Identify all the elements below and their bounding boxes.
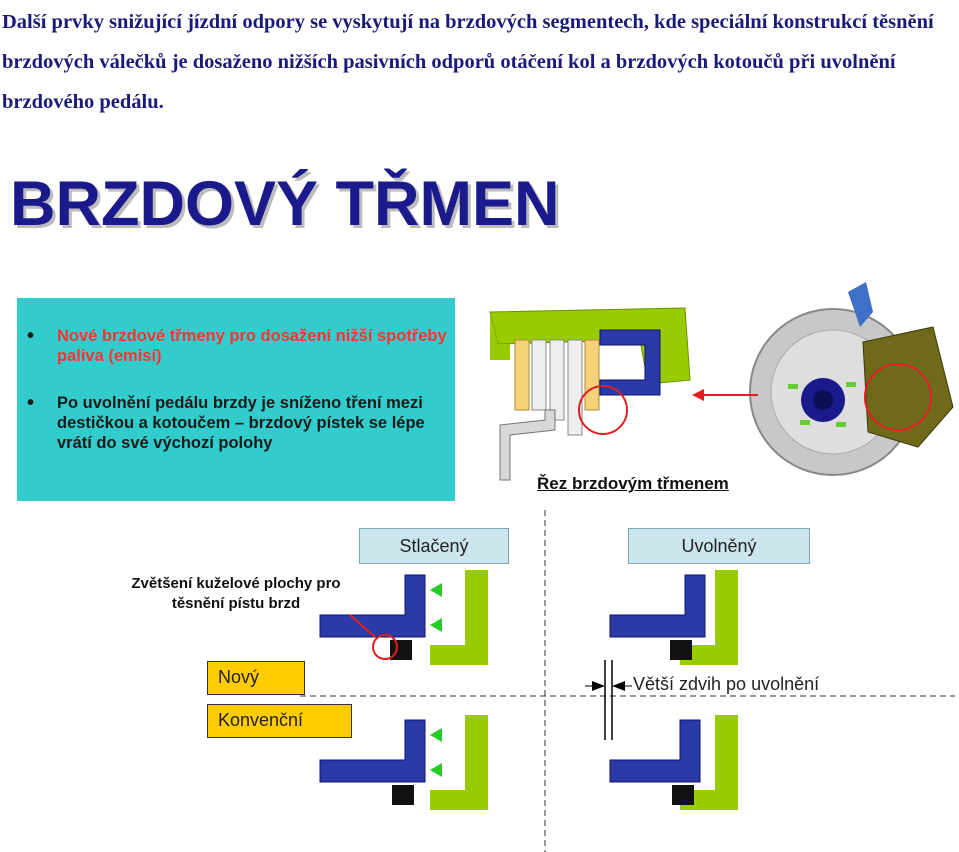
seal-cross-sections (319, 570, 738, 810)
seal-conventional-compressed (319, 715, 488, 810)
state-label-released: Uvolněný (628, 528, 810, 564)
intro-paragraph: Další prvky snižující jízdní odpory se v… (2, 11, 934, 113)
info-box: • Nové brzdové třmeny pro dosažení nižší… (17, 298, 455, 501)
seal-new-compressed (319, 570, 488, 665)
bullet-dot-icon: • (27, 325, 35, 347)
bullet-text: Nové brzdové třmeny pro dosažení nižší s… (57, 327, 447, 365)
state-label-compressed: Stlačený (359, 528, 509, 564)
seal-new-released (609, 570, 738, 665)
page-title: BRZDOVÝ TŘMEN (10, 169, 560, 239)
caliper-section-diagram (489, 307, 691, 481)
cone-caption: Zvětšení kuželové plochy pro těsnění pís… (131, 575, 341, 612)
brake-assembly-illustration (749, 282, 954, 476)
diagram-guides (300, 510, 955, 852)
bullet-text: Po uvolnění pedálu brzdy je sníženo třen… (57, 394, 425, 452)
pointer-arrow-icon (692, 389, 758, 401)
label-new: Nový (207, 661, 305, 695)
label-conventional: Konvenční (207, 704, 352, 738)
bullet-dot-icon: • (27, 392, 35, 414)
seal-conventional-released (609, 715, 738, 810)
section-caption: Řez brzdovým třmenem (537, 474, 729, 493)
stroke-label: Větší zdvih po uvolnění (633, 674, 820, 694)
